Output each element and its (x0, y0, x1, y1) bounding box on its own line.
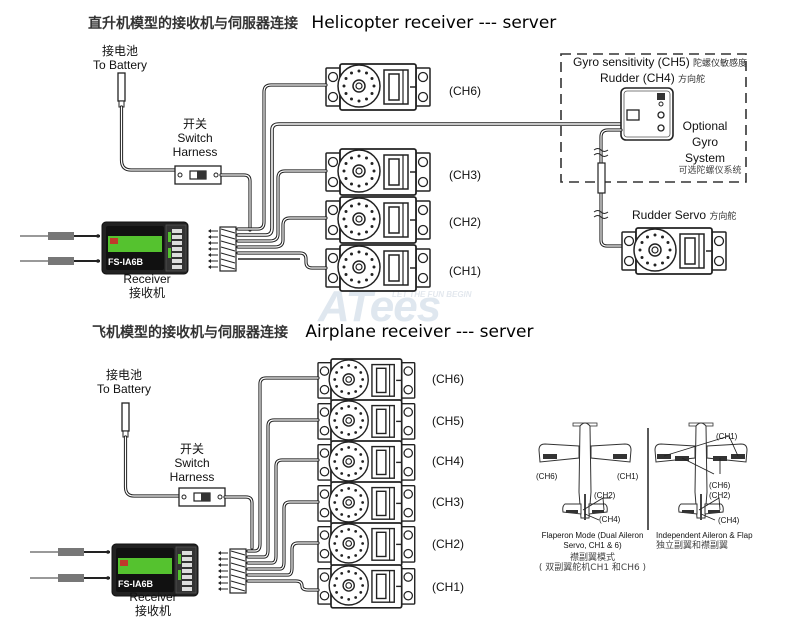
independent-ch1-label: (CH1) (716, 432, 738, 441)
plane-servo-ch1-label: (CH1) (432, 580, 464, 594)
plane-wire-ch2 (246, 541, 320, 577)
plane-wire-ch3 (246, 500, 320, 571)
flaperon-ch4-label: (CH4) (599, 515, 621, 524)
plane-connector-block (218, 548, 247, 594)
independent-caption: Independent Aileron & Flap 独立副翼和襟副翼 (656, 531, 753, 551)
watermark-tagline: LET THE FUN BEGIN (392, 290, 472, 299)
independent-ch4-label: (CH4) (718, 516, 740, 525)
plane-receiver: FS-IA6B (111, 543, 199, 597)
heli-battery-wire (119, 105, 178, 172)
plane-wire-ch5 (246, 418, 320, 559)
heli-switch-harness (174, 165, 222, 185)
plane-antenna-2 (30, 574, 110, 582)
heli-wire-ch3 (236, 169, 328, 243)
gyro-sensitivity-label: Gyro sensitivity (CH5) 陀螺仪敏感度 (573, 55, 748, 69)
optional-gyro-label: Optional Gyro System (682, 119, 728, 165)
plane-wire-ch1 (246, 579, 320, 592)
plane-servo-ch4-label: (CH4) (432, 454, 464, 468)
optional-gyro-zh: 可选陀螺仪系统 (678, 166, 742, 176)
svg-text:FS-IA6B: FS-IA6B (118, 579, 154, 589)
gyro-rudder-label: Rudder (CH4) 方向舵 (600, 71, 706, 85)
plane-battery-label: 接电池 To Battery (96, 368, 152, 396)
heli-wire-gyro (236, 122, 622, 237)
independent-ch2-label: (CH2) (709, 491, 731, 500)
helicopter-title: 直升机模型的接收机与伺服器连接 Helicopter receiver --- … (88, 13, 556, 33)
heli-servo-ch3-label: (CH3) (449, 168, 481, 182)
rudder-servo (621, 227, 727, 275)
heli-servo-ch6 (325, 63, 431, 111)
plane-servo-ch6-label: (CH6) (432, 372, 464, 386)
gyro-unit (620, 87, 674, 141)
rudder-extension-connector (597, 162, 606, 194)
independent-airplane (654, 422, 748, 521)
heli-receiver: FS-IA6B (101, 221, 189, 275)
flaperon-ch2-label: (CH2) (594, 491, 616, 500)
airplane-title: 飞机模型的接收机与伺服器连接 Airplane receiver --- ser… (92, 322, 533, 342)
heli-battery-connector (117, 72, 126, 108)
plane-servo-ch4 (317, 440, 416, 485)
airplane-title-en: Airplane receiver --- server (305, 322, 534, 342)
plane-receiver-label: Receiver 接收机 (129, 590, 177, 618)
svg-text:FS-IA6B: FS-IA6B (108, 257, 144, 267)
independent-ch6-label: (CH6) (709, 481, 731, 490)
flaperon-airplane (538, 422, 632, 521)
heli-battery-label: 接电池 To Battery (92, 44, 148, 72)
plane-servo-ch2-label: (CH2) (432, 537, 464, 551)
plane-switch-wire (223, 495, 254, 550)
heli-servo-ch1 (325, 244, 431, 292)
plane-servo-ch6 (317, 358, 416, 403)
plane-servo-ch3 (317, 481, 416, 526)
heli-servo-ch1-label: (CH1) (449, 264, 481, 278)
heli-wire-ch1 (236, 251, 328, 270)
heli-servo-ch2-label: (CH2) (449, 215, 481, 229)
airplane-title-zh: 飞机模型的接收机与伺服器连接 (92, 325, 288, 341)
flaperon-caption: Flaperon Mode (Dual Aileron Servo, CH1 &… (538, 531, 647, 573)
plane-servo-ch1 (317, 564, 416, 609)
flaperon-ch6-label: (CH6) (536, 472, 558, 481)
plane-servo-ch2 (317, 522, 416, 567)
heli-connector-block (208, 226, 237, 272)
plane-switch-label: 开关 Switch Harness (169, 442, 215, 484)
plane-wire-ch6 (246, 376, 320, 553)
helicopter-title-en: Helicopter receiver --- server (311, 13, 557, 33)
helicopter-title-zh: 直升机模型的接收机与伺服器连接 (88, 16, 298, 32)
plane-servo-ch5 (317, 399, 416, 444)
plane-antenna-1 (30, 548, 110, 556)
heli-servo-ch2 (325, 196, 431, 244)
rudder-servo-label: Rudder Servo 方向舵 (632, 208, 737, 222)
heli-switch-label: 开关 Switch Harness (172, 117, 218, 159)
heli-receiver-label: Receiver 接收机 (123, 272, 171, 300)
wire-break-icon (593, 148, 609, 219)
heli-servo-ch3 (325, 148, 431, 196)
plane-battery-wire (123, 435, 182, 498)
heli-antenna-2 (20, 257, 100, 265)
heli-servo-ch6-label: (CH6) (449, 84, 481, 98)
gyro-dashed-box (560, 53, 747, 183)
plane-switch-harness (178, 487, 226, 507)
plane-battery-connector (121, 402, 130, 438)
heli-antenna-1 (20, 232, 100, 240)
heli-switch-wire (219, 173, 252, 232)
heli-wire-ch6 (236, 83, 328, 231)
heli-wire-ch2 (236, 216, 328, 249)
flaperon-ch1-label: (CH1) (617, 472, 639, 481)
plane-servo-ch5-label: (CH5) (432, 414, 464, 428)
plane-servo-ch3-label: (CH3) (432, 495, 464, 509)
plane-wire-ch4 (246, 458, 320, 565)
